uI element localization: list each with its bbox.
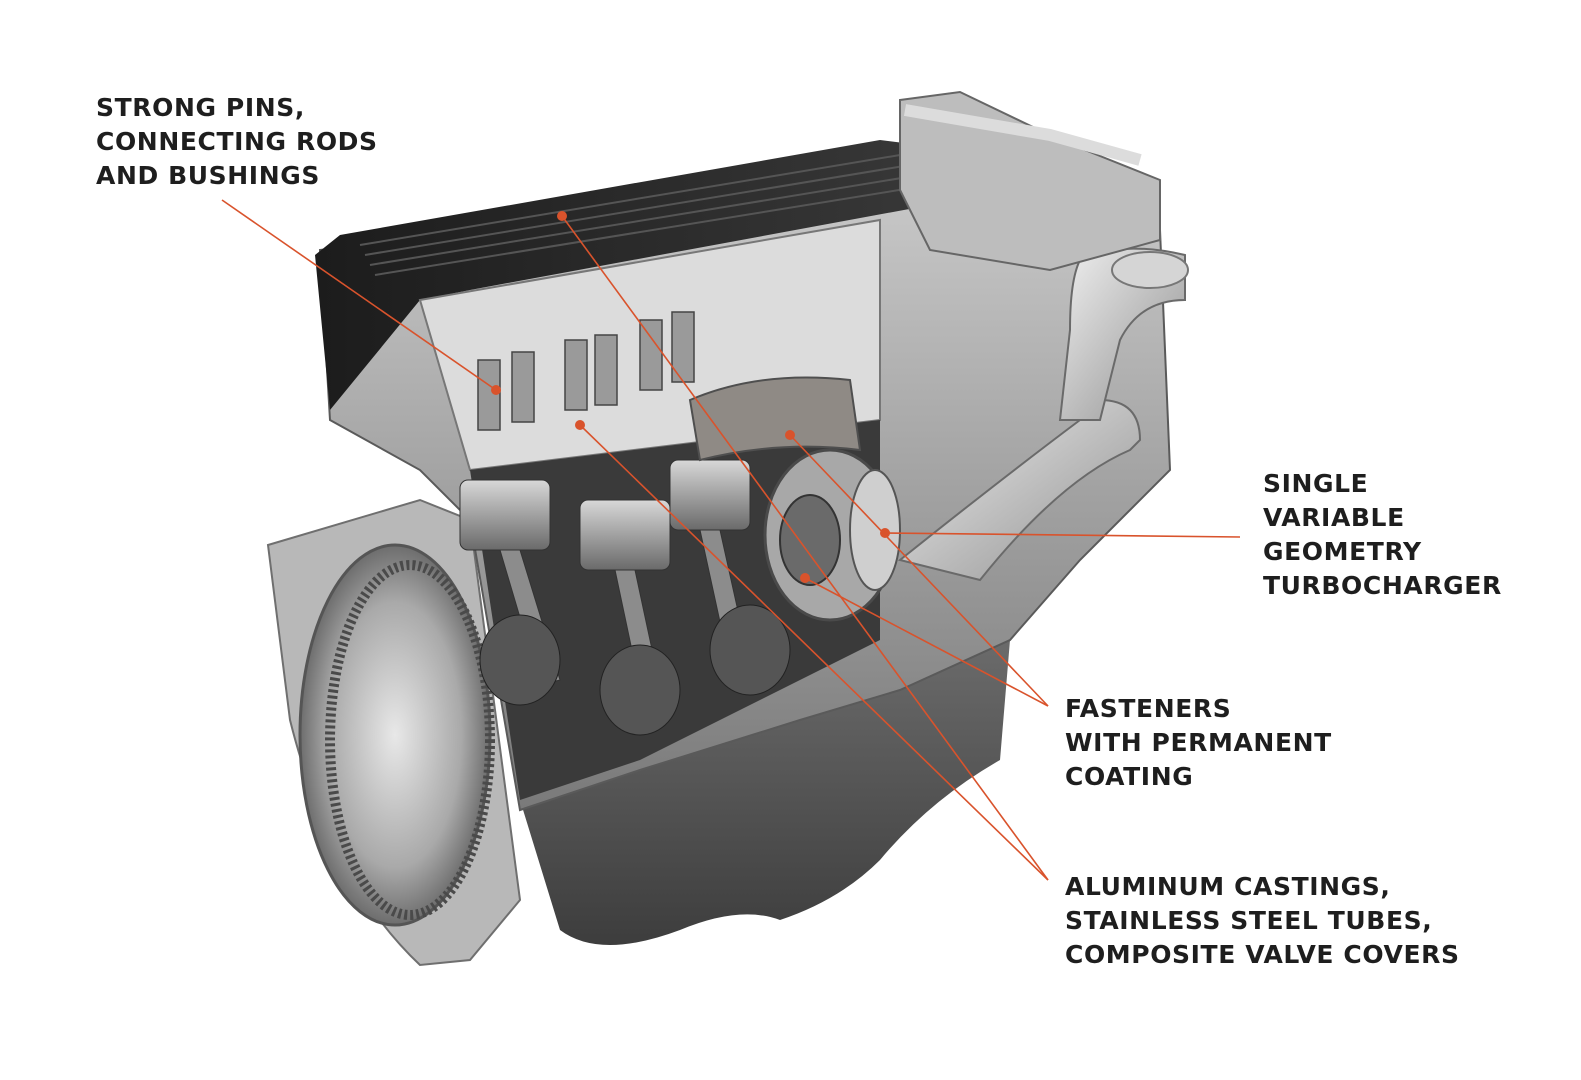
callout-leaders <box>221 199 1241 881</box>
leader-fasteners-2 <box>804 577 1049 707</box>
callout-aluminum-line-2: STAINLESS STEEL TUBES, <box>1065 906 1433 935</box>
callout-turbo-line-1: SINGLE <box>1263 469 1369 498</box>
crankshaft <box>479 604 791 736</box>
callout-turbo-line-2: VARIABLE <box>1263 503 1405 532</box>
callout-turbocharger: SINGLE VARIABLE GEOMETRY TURBOCHARGER <box>1263 467 1502 603</box>
intake-opening <box>1111 251 1189 289</box>
leader-aluminum <box>579 424 1049 881</box>
callout-fasteners-line-2: WITH PERMANENT <box>1065 728 1332 757</box>
egr-tube <box>903 104 1142 166</box>
callout-fasteners-line-3: COATING <box>1065 762 1194 791</box>
valve-cover <box>315 140 985 410</box>
leader-turbo <box>884 532 1241 538</box>
callout-fasteners: FASTENERS WITH PERMANENT COATING <box>1065 692 1332 794</box>
callout-fasteners-line-1: FASTENERS <box>1065 694 1232 723</box>
callout-aluminum-castings: ALUMINUM CASTINGS, STAINLESS STEEL TUBES… <box>1065 870 1460 972</box>
leader-fasteners <box>789 434 1049 707</box>
charge-air-pipe <box>897 398 1142 582</box>
callout-pins-line-3: AND BUSHINGS <box>96 161 320 190</box>
egr-cooler <box>899 90 1161 272</box>
flywheel-ring-gear <box>325 560 495 920</box>
oil-pan <box>520 640 1010 945</box>
callout-turbo-line-3: GEOMETRY <box>1263 537 1422 566</box>
exhaust-manifold <box>688 376 862 462</box>
turbo-compressor <box>849 469 901 591</box>
valve-cover-ribs <box>359 154 931 276</box>
leader-pins <box>221 199 497 391</box>
callout-aluminum-line-3: COMPOSITE VALVE COVERS <box>1065 940 1460 969</box>
callout-dots <box>491 211 890 583</box>
callout-turbo-line-4: TURBOCHARGER <box>1263 571 1502 600</box>
callout-aluminum-line-1: ALUMINUM CASTINGS, <box>1065 872 1391 901</box>
turbo-inlet <box>779 494 841 586</box>
callout-pins-line-2: CONNECTING RODS <box>96 127 378 156</box>
callout-pins-line-1: STRONG PINS, <box>96 93 305 122</box>
leader-aluminum-2 <box>561 215 1049 881</box>
valve-springs <box>477 311 695 431</box>
callout-pins-rods-bushings: STRONG PINS, CONNECTING RODS AND BUSHING… <box>96 91 378 193</box>
